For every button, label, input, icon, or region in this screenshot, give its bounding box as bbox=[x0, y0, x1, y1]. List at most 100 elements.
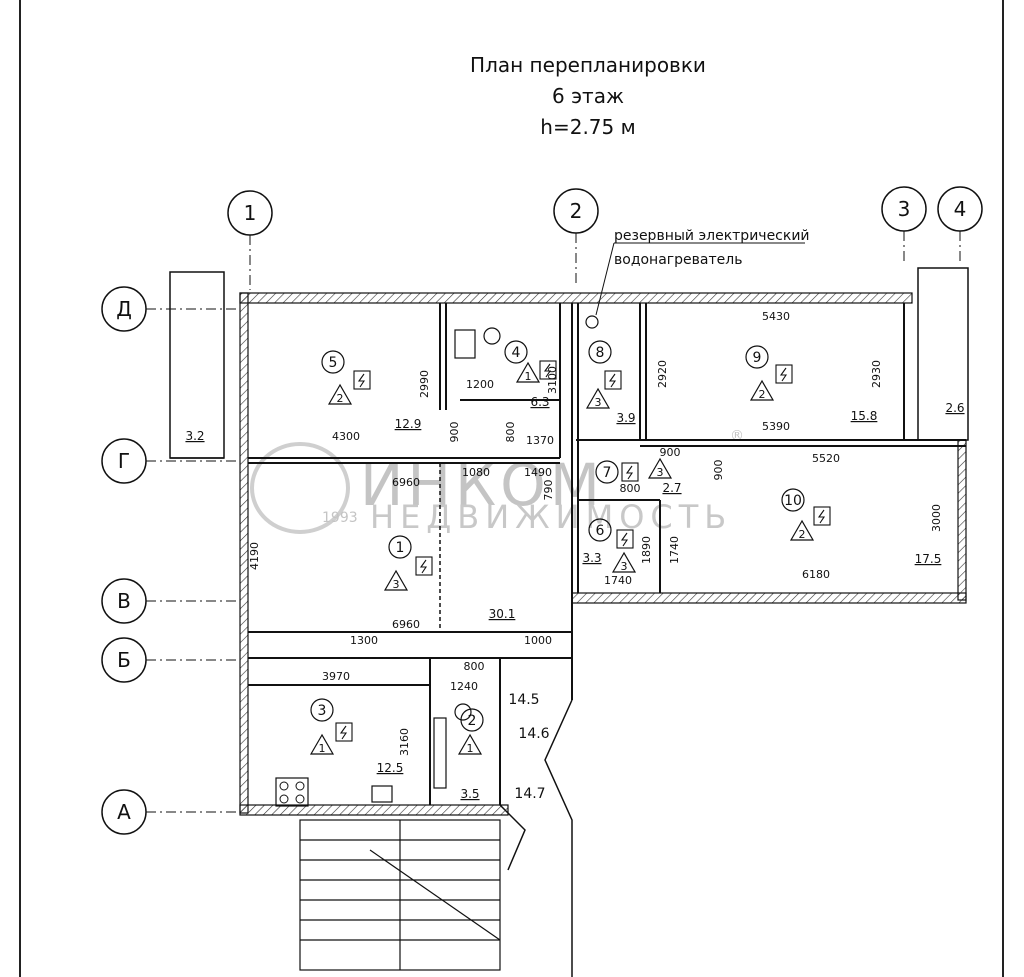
dim-5390: 5390 bbox=[762, 420, 790, 433]
electric-outlet-icon bbox=[604, 370, 622, 390]
room-class-triangle-icon bbox=[515, 361, 541, 383]
room-class: 3 bbox=[657, 466, 664, 479]
dim-3100: 3100 bbox=[546, 366, 559, 394]
electric-outlet-icon bbox=[353, 370, 371, 390]
dim-3000: 3000 bbox=[930, 504, 943, 532]
room-3: 3 1 12.5 bbox=[309, 698, 404, 775]
room-number: 7 bbox=[603, 465, 612, 481]
room-area: 12.5 bbox=[377, 761, 404, 775]
axis-bubbles-top bbox=[227, 186, 983, 236]
dim-1000: 1000 bbox=[524, 634, 552, 647]
dim-6960a: 6960 bbox=[392, 476, 420, 489]
room-number: 2 bbox=[468, 713, 477, 729]
dim-1740b: 1740 bbox=[604, 574, 632, 587]
room-class-triangle-icon bbox=[749, 379, 775, 401]
axis-1-label: 1 bbox=[244, 201, 257, 225]
axis-4-label: 4 bbox=[954, 197, 967, 221]
dim-800a: 800 bbox=[504, 422, 517, 443]
room-6: 633.3 bbox=[582, 518, 637, 573]
room-area: 6.3 bbox=[530, 395, 549, 409]
interior-walls bbox=[248, 303, 966, 805]
watermark-reg: ® bbox=[730, 428, 744, 444]
room-class: 1 bbox=[525, 370, 532, 383]
dim-900a: 900 bbox=[448, 422, 461, 443]
electric-outlet-icon bbox=[621, 462, 639, 482]
electric-outlet-icon bbox=[775, 364, 793, 384]
electric-outlet-icon bbox=[813, 506, 831, 526]
room-number: 9 bbox=[753, 350, 762, 366]
axis-G-label: Г bbox=[118, 449, 130, 473]
lightning-icon bbox=[620, 532, 629, 547]
balcony-left-area: 3.2 bbox=[185, 429, 204, 443]
dim-900b: 900 bbox=[660, 446, 681, 459]
room-area: 3.3 bbox=[582, 551, 601, 565]
dim-5430: 5430 bbox=[762, 310, 790, 323]
room-class: 3 bbox=[595, 396, 602, 409]
axis-bubbles-left bbox=[101, 286, 147, 835]
lightning-icon bbox=[543, 363, 552, 378]
lightning-icon bbox=[817, 509, 826, 524]
corridor-b-area: 14.6 bbox=[518, 726, 549, 742]
room-9: 9 2 15.8 bbox=[745, 345, 878, 423]
note-leader bbox=[595, 242, 805, 316]
room-class-triangle-icon bbox=[647, 457, 673, 479]
exterior-walls bbox=[239, 292, 967, 816]
electric-outlet-icon bbox=[415, 556, 433, 576]
dim-790: 790 bbox=[542, 480, 555, 501]
dim-6960b: 6960 bbox=[392, 618, 420, 631]
room-5: 5 2 12.9 bbox=[321, 350, 422, 431]
dim-1240: 1240 bbox=[450, 680, 478, 693]
dim-5520: 5520 bbox=[812, 452, 840, 465]
room-number: 3 bbox=[318, 703, 327, 719]
lightning-icon bbox=[779, 367, 788, 382]
room-class-triangle-icon bbox=[309, 733, 335, 755]
axis-B-label: Б bbox=[117, 648, 131, 672]
lightning-icon bbox=[419, 559, 428, 574]
room-class: 2 bbox=[337, 392, 344, 405]
room-4: 416.3 bbox=[504, 340, 557, 409]
room-class: 2 bbox=[759, 388, 766, 401]
room-area: 2.7 bbox=[662, 481, 681, 495]
axis-A-label: А bbox=[117, 800, 131, 824]
lightning-icon bbox=[625, 465, 634, 480]
room-2: 213.5 bbox=[457, 708, 484, 801]
axis-3-label: 3 bbox=[898, 197, 911, 221]
room-number: 4 bbox=[512, 345, 521, 361]
dim-2990: 2990 bbox=[418, 370, 431, 398]
room-class: 1 bbox=[319, 742, 326, 755]
dim-1200: 1200 bbox=[466, 378, 494, 391]
room-number: 5 bbox=[329, 355, 338, 371]
note-line2: водонагреватель bbox=[614, 252, 742, 268]
dim-6180: 6180 bbox=[802, 568, 830, 581]
dim-1370: 1370 bbox=[526, 434, 554, 447]
electric-outlet-icon bbox=[335, 722, 353, 742]
demolished-walls bbox=[330, 463, 441, 659]
room-area: 3.5 bbox=[460, 787, 479, 801]
dimension-labels: 4300 2990 1200 3100 900 800 1370 1080 14… bbox=[248, 310, 943, 756]
room-number-circle bbox=[460, 708, 484, 732]
room-number-circle bbox=[310, 698, 334, 722]
dim-4190: 4190 bbox=[248, 542, 261, 570]
room-number-circle bbox=[388, 535, 412, 559]
dim-1080: 1080 bbox=[462, 466, 490, 479]
axis-2-label: 2 bbox=[570, 199, 583, 223]
note-line1: резервный электрический bbox=[614, 228, 810, 244]
room-area: 30.1 bbox=[489, 607, 516, 621]
dim-2930: 2930 bbox=[870, 360, 883, 388]
room-area: 12.9 bbox=[395, 417, 422, 431]
room-area: 3.9 bbox=[616, 411, 635, 425]
dim-4300: 4300 bbox=[332, 430, 360, 443]
room-area: 15.8 bbox=[851, 409, 878, 423]
room-class: 2 bbox=[799, 528, 806, 541]
room-number-circle bbox=[595, 460, 619, 484]
axis-D-label: Д bbox=[116, 297, 132, 321]
fixtures bbox=[275, 315, 599, 807]
dim-1300: 1300 bbox=[350, 634, 378, 647]
room-class: 1 bbox=[467, 742, 474, 755]
room-number-circle bbox=[504, 340, 528, 364]
room-class: 3 bbox=[621, 560, 628, 573]
